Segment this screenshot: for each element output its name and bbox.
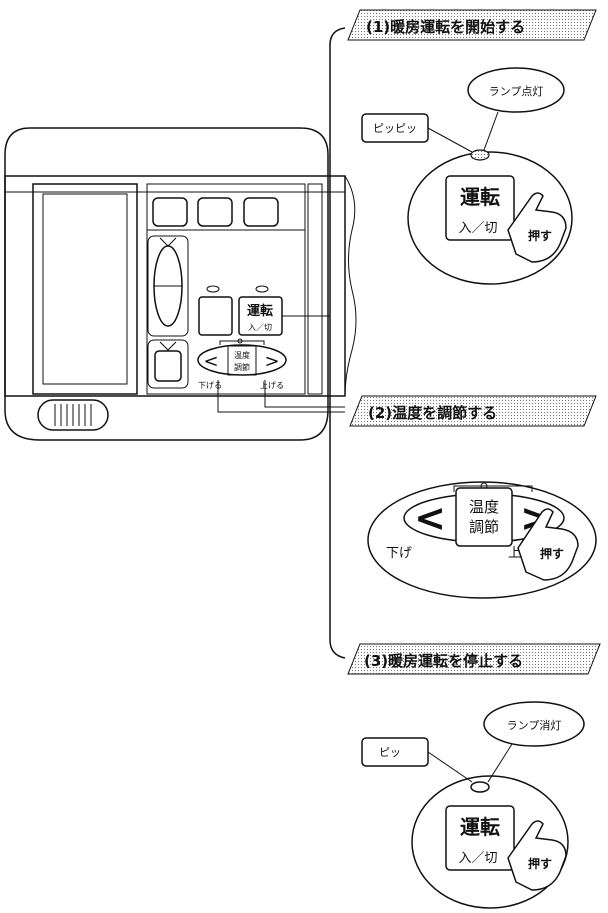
- pointing-hand-icon: 押す: [507, 192, 567, 263]
- temp-center-bottom: 調節: [234, 362, 250, 372]
- step1-detail: ランプ点灯 ピッピッ 運転 入／切 押す: [361, 67, 573, 285]
- run-button-label-bottom: 入／切: [248, 323, 272, 332]
- step1-beep-label: ピッピッ: [373, 122, 417, 135]
- step3-run-bottom: 入／切: [458, 851, 497, 866]
- middle-square-button[interactable]: [198, 296, 233, 336]
- step3-header: (3)暖房運転を停止する: [347, 643, 601, 675]
- step2-lower-label: 下げ: [386, 546, 412, 561]
- top-button-2[interactable]: [197, 197, 233, 227]
- step2-header: (2)温度を調節する: [349, 395, 597, 427]
- step3-detail: ランプ消灯 ピッ 運転 入／切 押す: [361, 701, 585, 909]
- raise-label: 上げる: [260, 381, 284, 390]
- step1-lamp-label: ランプ点灯: [489, 85, 544, 98]
- step1-title: (1)暖房運転を開始する: [366, 18, 525, 36]
- vertical-rocker-button[interactable]: [147, 235, 189, 337]
- step2-press-label: 押す: [540, 546, 564, 561]
- top-button-1[interactable]: [152, 197, 188, 227]
- step2-pointing-hand-icon: 押す: [517, 508, 579, 581]
- callout-lines: [217, 315, 345, 413]
- run-on-off-button[interactable]: 運転 入／切: [238, 296, 283, 336]
- step1-run-bottom: 入／切: [458, 221, 497, 236]
- step1-lamp-bubble: [467, 67, 565, 113]
- lower-label: 下げる: [198, 381, 222, 390]
- lamp-left-indicator: [206, 285, 220, 293]
- run-button-label-top: 運転: [247, 303, 273, 319]
- step3-press-label: 押す: [528, 856, 552, 871]
- step-bracket: [329, 27, 346, 659]
- press-blur-mark: [446, 552, 506, 580]
- remote-controller: 運転 入／切 温度 調節 < > 下げる 上げる: [4, 127, 357, 441]
- step2-title: (2)温度を調節する: [368, 404, 497, 422]
- lower-left-button[interactable]: [147, 339, 189, 389]
- lamp-run-indicator: [255, 285, 269, 293]
- right-arrow-icon[interactable]: >: [264, 351, 279, 372]
- step1-press-label: 押す: [528, 228, 552, 243]
- step2-center-top: 温度: [469, 498, 499, 516]
- step2-center-bottom: 調節: [469, 518, 499, 536]
- step3-pointing-hand-icon: 押す: [507, 820, 567, 891]
- left-arrow-icon[interactable]: <: [203, 351, 218, 372]
- step3-lamp-label: ランプ消灯: [507, 718, 562, 732]
- temp-center-top: 温度: [234, 350, 250, 360]
- top-button-3[interactable]: [243, 197, 279, 227]
- step3-beep-label: ピッ: [379, 746, 401, 759]
- step1-header: (1)暖房運転を開始する: [347, 9, 597, 41]
- step2-detail: 温度 調節 < > 下げ 上げ 押す: [367, 481, 597, 599]
- step1-run-top: 運転: [460, 185, 500, 209]
- step2-left-arrow-icon: <: [414, 496, 446, 540]
- lamp-on-icon: [470, 149, 490, 161]
- speaker-grille-icon: [37, 399, 109, 431]
- lcd-display: [32, 183, 138, 395]
- step3-run-top: 運転: [460, 815, 500, 839]
- temperature-adjust-button[interactable]: 温度 調節 < >: [197, 344, 287, 376]
- step3-title: (3)暖房運転を停止する: [364, 652, 523, 670]
- step3-lamp-bubble: [483, 701, 585, 747]
- lamp-off-icon: [470, 781, 490, 793]
